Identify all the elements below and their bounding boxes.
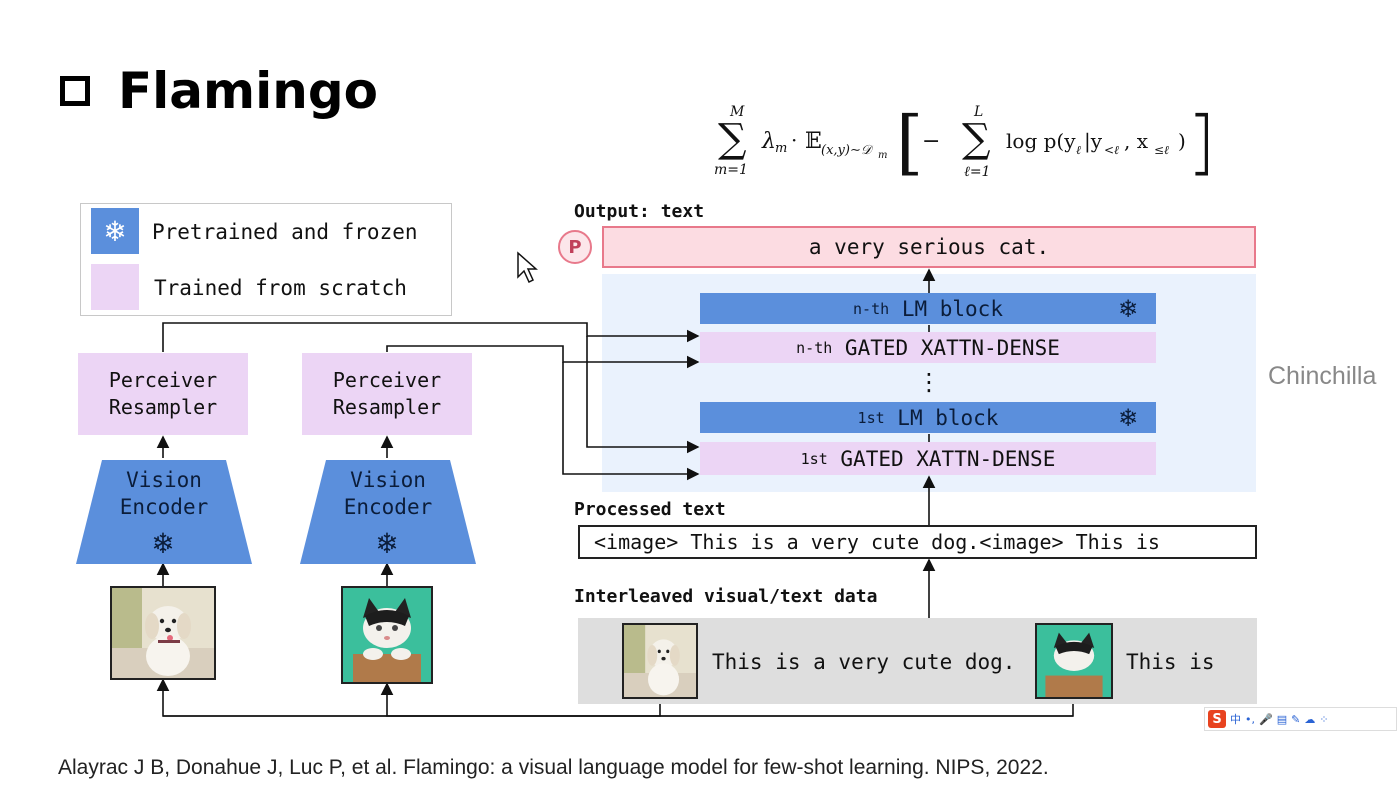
ime-toolbar[interactable]: S 中 •, 🎤 ▤ ✎ ☁ ⁘ — [1204, 707, 1397, 731]
legend-scratch-label: Trained from scratch — [154, 276, 407, 300]
interleaved-label: Interleaved visual/text data — [574, 586, 878, 607]
encoder-right-line2: Encoder — [343, 495, 433, 519]
formula-expectation: 𝔼 — [805, 129, 822, 154]
formula-lambda: λ — [761, 129, 776, 154]
formula-sum-upper: M — [729, 104, 745, 120]
vision-encoder-left-shape — [76, 460, 252, 564]
vision-encoder-left: Vision Encoder — [76, 464, 252, 524]
nth-lm-block: n-th LM block — [700, 293, 1156, 324]
first-lm-block: 1st LM block — [700, 402, 1156, 433]
interleaved-text-2: This is — [1126, 650, 1215, 674]
ime-logo-icon[interactable]: S — [1208, 710, 1226, 728]
perceiver-left-line2: Resampler — [108, 395, 218, 419]
perceiver-left-line1: Perceiver — [108, 368, 218, 392]
nth-gated-xattn: n-th GATED XATTN-DENSE — [700, 332, 1156, 363]
legend-scratch-swatch — [91, 264, 139, 310]
formula-close: ) — [1178, 129, 1186, 153]
perceiver-resampler-left: Perceiver Resampler — [78, 353, 248, 435]
output-text-box: a very serious cat. — [602, 226, 1256, 268]
snowflake-icon: ❄ — [375, 526, 399, 560]
output-label: Output: text — [574, 201, 705, 222]
snowflake-icon: ❄ — [1117, 403, 1139, 432]
formula-expectation-sub: (x,y)∼𝒟 — [821, 143, 874, 158]
ime-item[interactable]: •, — [1245, 712, 1255, 726]
nth-lm-prefix: n-th — [853, 299, 890, 318]
nth-xattn-label: GATED XATTN-DENSE — [844, 335, 1060, 360]
cat-image — [1035, 623, 1113, 699]
encoder-left-line1: Vision — [126, 468, 202, 492]
grid-icon[interactable]: ⁘ — [1319, 712, 1329, 726]
encoder-right-line1: Vision — [350, 468, 426, 492]
formula-log-term: log p(y — [1006, 129, 1076, 153]
dog-image — [622, 623, 698, 699]
snowflake-icon: ❄ — [103, 214, 127, 248]
cat-image — [341, 586, 433, 684]
snowflake-icon: ❄ — [1117, 294, 1139, 323]
flamingo-logo-icon: P — [558, 230, 592, 264]
first-gated-xattn: 1st GATED XATTN-DENSE — [700, 442, 1156, 475]
chinchilla-label: Chinchilla — [1268, 362, 1377, 390]
perceiver-right-line2: Resampler — [332, 395, 442, 419]
legend-frozen-swatch: ❄ — [91, 208, 139, 254]
formula-cond: |y — [1084, 129, 1103, 154]
microphone-icon[interactable]: 🎤 — [1259, 712, 1273, 726]
legend-frozen-label: Pretrained and frozen — [152, 220, 418, 244]
slide-title: Flamingo — [118, 62, 379, 120]
formula-expectation-sub-m: m — [878, 150, 887, 161]
snowflake-icon: ❄ — [151, 526, 175, 560]
formula-inner-upper: L — [973, 104, 983, 120]
processed-text: <image> This is a very cute dog.<image> … — [594, 530, 1160, 554]
ellipsis: ⋮ — [917, 368, 941, 396]
formula-x-sub: ≤ℓ — [1154, 143, 1169, 157]
loss-formula: M ∑ m=1 λ m · 𝔼 (x,y)∼𝒟 m [ − L ∑ ℓ=1 lo… — [714, 101, 1208, 182]
formula-sum-lower: m=1 — [714, 162, 748, 178]
skin-icon[interactable]: ✎ — [1291, 712, 1301, 726]
first-xattn-prefix: 1st — [800, 449, 828, 468]
formula-inner-lower: ℓ=1 — [964, 164, 990, 180]
nth-lm-label: LM block — [901, 296, 1003, 321]
cloud-icon[interactable]: ☁ — [1304, 712, 1316, 726]
perceiver-resampler-right: Perceiver Resampler — [302, 353, 472, 435]
first-xattn-label: GATED XATTN-DENSE — [840, 446, 1056, 471]
ime-item[interactable]: 中 — [1230, 713, 1241, 726]
processed-text-label: Processed text — [574, 499, 726, 520]
title-bullet — [60, 76, 90, 106]
formula-cond-sub: <ℓ — [1104, 143, 1119, 157]
nth-xattn-prefix: n-th — [796, 338, 833, 357]
formula-right-bracket: ] — [1190, 101, 1208, 182]
interleaved-text-1: This is a very cute dog. — [712, 650, 1016, 674]
formula-log-sub: ℓ — [1076, 143, 1081, 157]
first-lm-label: LM block — [897, 405, 999, 430]
formula-sep: , x — [1124, 129, 1149, 153]
formula-left-bracket: [ — [896, 101, 923, 182]
output-text: a very serious cat. — [808, 235, 1050, 259]
logo-glyph: P — [568, 236, 582, 258]
legend — [80, 203, 452, 316]
encoder-left-line2: Encoder — [119, 495, 209, 519]
first-lm-prefix: 1st — [857, 408, 885, 427]
dog-image — [110, 586, 216, 680]
processed-text-box: <image> This is a very cute dog.<image> … — [578, 525, 1257, 559]
formula-sum-sign: ∑ — [718, 116, 747, 162]
mouse-cursor-icon — [517, 251, 538, 284]
keyboard-icon[interactable]: ▤ — [1276, 712, 1288, 726]
formula-inner-sum: ∑ — [962, 116, 991, 162]
perceiver-right-line1: Perceiver — [332, 368, 442, 392]
vision-encoder-right: Vision Encoder — [300, 464, 476, 524]
vision-encoder-right-shape — [300, 460, 476, 564]
citation: Alayrac J B, Donahue J, Luc P, et al. Fl… — [58, 756, 1049, 779]
formula-lambda-sub: m — [775, 141, 787, 156]
formula-minus: − — [922, 129, 940, 154]
formula-dot: · — [791, 128, 797, 152]
